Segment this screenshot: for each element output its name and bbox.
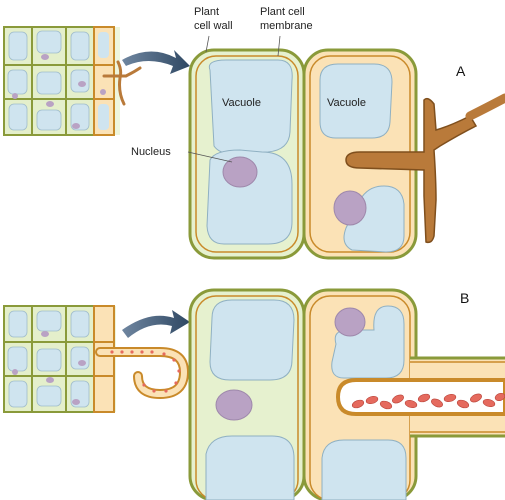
vacuole-label-right: Vacuole bbox=[327, 97, 366, 109]
panel-label-b: B bbox=[460, 290, 469, 306]
zoom-arrow-b bbox=[122, 310, 190, 338]
nucleus-label: Nucleus bbox=[131, 146, 171, 158]
green-cell-b bbox=[188, 288, 306, 500]
cell-wall-label-line1: Plant bbox=[194, 6, 219, 18]
fungal-hypha-a bbox=[345, 93, 505, 244]
tissue-thumbnail-b bbox=[3, 305, 190, 413]
membrane-label-line2: membrane bbox=[260, 20, 313, 32]
vacuole-label-left: Vacuole bbox=[222, 97, 261, 109]
zoom-arrow-a bbox=[122, 50, 190, 74]
panel-label-a: A bbox=[456, 63, 466, 79]
fungal-hypha-b bbox=[335, 356, 505, 438]
tissue-thumbnail-a bbox=[3, 26, 142, 136]
green-cell-a bbox=[188, 48, 306, 260]
membrane-label-line1: Plant cell bbox=[260, 6, 305, 18]
cell-wall-label-line2: cell wall bbox=[194, 20, 233, 32]
